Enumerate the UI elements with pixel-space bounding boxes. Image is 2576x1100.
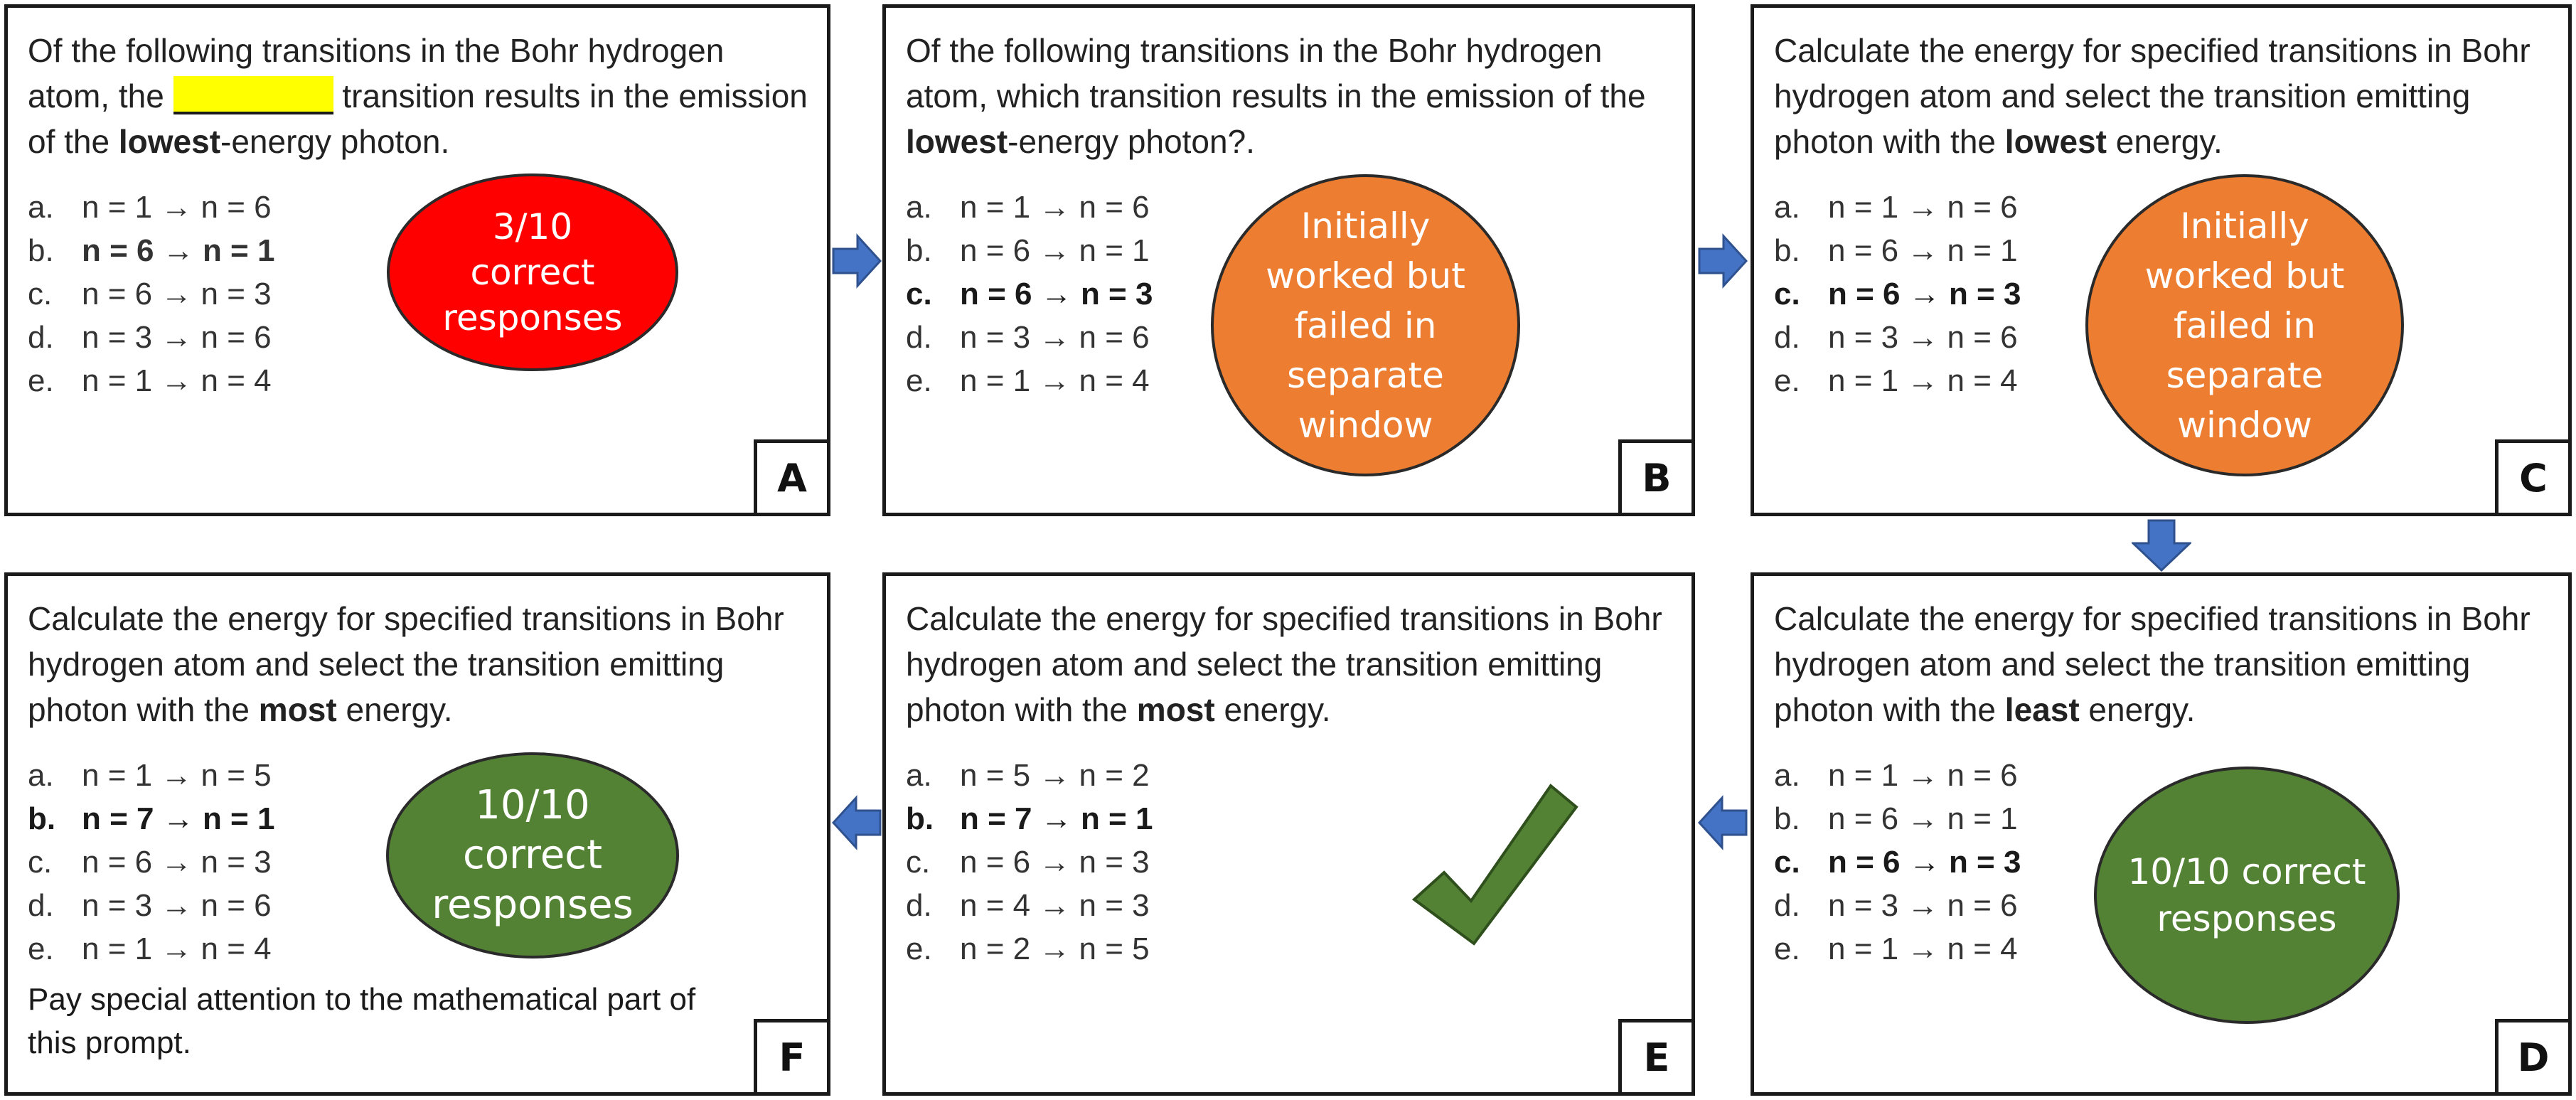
panel-b: Of the following transitions in the Bohr… (882, 4, 1695, 516)
prompt-text: Of the following transitions in the Bohr… (28, 32, 808, 160)
option-a: a.n = 1 → n = 6 (906, 190, 1150, 225)
option-a: a.n = 1 → n = 6 (1774, 190, 2018, 225)
option-b: b.n = 7 → n = 1 (906, 801, 1153, 836)
option-e: e.n = 1 → n = 4 (1774, 363, 2018, 398)
option-c: c.n = 6 → n = 3 (1774, 277, 2021, 311)
option-e: e.n = 1 → n = 4 (906, 363, 1150, 398)
option-c: c.n = 6 → n = 3 (906, 277, 1153, 311)
panel-label: A (754, 439, 830, 516)
result-line: 10/10 correct (2127, 851, 2366, 892)
option-d: d.n = 3 → n = 6 (906, 320, 1150, 355)
option-a: a.n = 5 → n = 2 (906, 758, 1150, 793)
prompt-text: Calculate the energy for specified trans… (28, 600, 784, 728)
result-line: responses (442, 297, 623, 338)
arrow-left-icon (1698, 795, 1748, 850)
panel-c: Calculate the energy for specified trans… (1751, 4, 2572, 516)
arrow-right-icon (1698, 233, 1748, 289)
option-d: d.n = 3 → n = 6 (28, 320, 272, 355)
option-e: e.n = 1 → n = 4 (28, 931, 272, 966)
arrow-right-icon (832, 233, 882, 289)
option-c: c.n = 6 → n = 3 (28, 845, 272, 880)
answer-options: a.n = 5 → n = 2 b.n = 7 → n = 1 c.n = 6 … (906, 754, 1153, 971)
option-b: b.n = 6 → n = 1 (906, 233, 1150, 268)
option-c: c.n = 6 → n = 3 (906, 845, 1150, 880)
answer-options: a.n = 1 → n = 6 b.n = 6 → n = 1 c.n = 6 … (906, 186, 1153, 402)
result-line: Initially (2180, 205, 2309, 247)
result-line: separate (1287, 354, 1444, 396)
option-a: a.n = 1 → n = 6 (28, 190, 272, 225)
option-b: b.n = 6 → n = 1 (28, 233, 275, 268)
option-d: d.n = 3 → n = 6 (28, 888, 272, 923)
result-line: 3/10 (492, 206, 573, 247)
prompt-note: Pay special attention to the mathematica… (28, 982, 696, 1060)
prompt-text: Of the following transitions in the Bohr… (906, 32, 1646, 160)
option-e: e.n = 2 → n = 5 (906, 931, 1150, 966)
arrow-left-icon (832, 795, 882, 850)
panel-label: C (2495, 439, 2572, 516)
result-line: window (1298, 404, 1433, 446)
result-line: worked but (2144, 255, 2345, 297)
option-e: e.n = 1 → n = 4 (28, 363, 272, 398)
option-c: c.n = 6 → n = 3 (1774, 845, 2021, 880)
panel-a: Of the following transitions in the Bohr… (4, 4, 830, 516)
result-line: worked but (1266, 255, 1465, 297)
option-d: d.n = 3 → n = 6 (1774, 888, 2018, 923)
result-line: correct (462, 832, 603, 878)
result-oval: Initially worked but failed in separate … (1211, 174, 1520, 476)
panel-label: B (1618, 439, 1695, 516)
checkmark-icon (1411, 784, 1578, 946)
result-oval: 10/10 correct responses (2094, 767, 2400, 1024)
result-line: 10/10 (475, 782, 590, 828)
result-oval: Initially worked but failed in separate … (2085, 174, 2404, 476)
answer-options: a.n = 1 → n = 5 b.n = 7 → n = 1 c.n = 6 … (28, 754, 274, 971)
result-line: failed in (2173, 304, 2316, 346)
result-line: Initially (1300, 205, 1431, 247)
panel-e: Calculate the energy for specified trans… (882, 572, 1695, 1096)
answer-options: a.n = 1 → n = 6 b.n = 6 → n = 1 c.n = 6 … (1774, 186, 2021, 402)
panel-label: E (1618, 1019, 1695, 1096)
option-b: b.n = 6 → n = 1 (1774, 801, 2018, 836)
result-line: responses (432, 882, 634, 928)
answer-options: a.n = 1 → n = 6 b.n = 6 → n = 1 c.n = 6 … (28, 186, 274, 402)
option-d: d.n = 3 → n = 6 (1774, 320, 2018, 355)
option-b: b.n = 7 → n = 1 (28, 801, 275, 836)
prompt-text: Calculate the energy for specified trans… (1774, 600, 2530, 728)
panel-f: Calculate the energy for specified trans… (4, 572, 830, 1096)
option-b: b.n = 6 → n = 1 (1774, 233, 2018, 268)
option-c: c.n = 6 → n = 3 (28, 277, 272, 311)
prompt-text: Calculate the energy for specified trans… (1774, 32, 2530, 160)
blank-highlight (173, 76, 333, 114)
result-line: failed in (1294, 304, 1437, 346)
result-line: window (2177, 404, 2312, 446)
result-line: correct (470, 252, 595, 293)
result-oval: 10/10 correct responses (386, 752, 679, 959)
option-d: d.n = 4 → n = 3 (906, 888, 1150, 923)
result-line: responses (2157, 898, 2337, 939)
answer-options: a.n = 1 → n = 6 b.n = 6 → n = 1 c.n = 6 … (1774, 754, 2021, 971)
arrow-down-icon (2132, 519, 2191, 572)
option-a: a.n = 1 → n = 5 (28, 758, 272, 793)
result-oval: 3/10 correct responses (387, 173, 678, 371)
prompt-text: Calculate the energy for specified trans… (906, 600, 1662, 728)
panel-d: Calculate the energy for specified trans… (1751, 572, 2572, 1096)
option-e: e.n = 1 → n = 4 (1774, 931, 2018, 966)
panel-label: D (2495, 1019, 2572, 1096)
panel-label: F (754, 1019, 830, 1096)
result-line: separate (2166, 354, 2324, 396)
option-a: a.n = 1 → n = 6 (1774, 758, 2018, 793)
